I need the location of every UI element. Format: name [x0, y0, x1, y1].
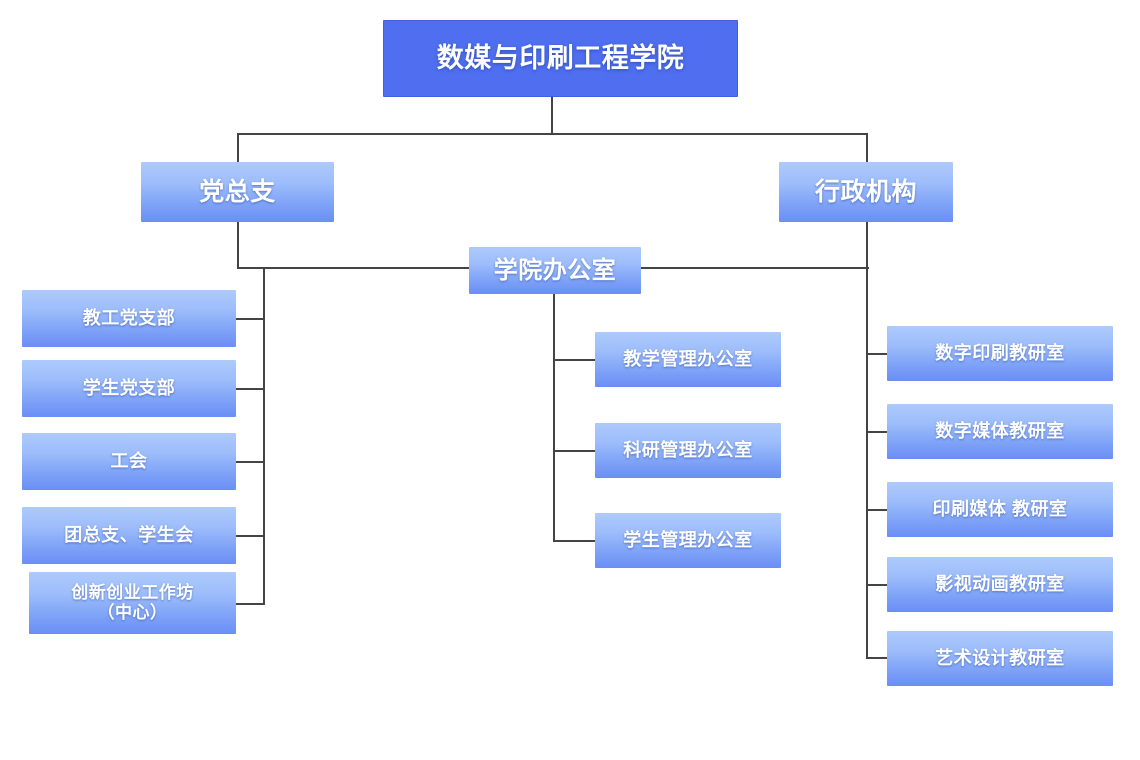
node-labor-union[interactable]: 工会 [22, 433, 236, 490]
connector-root-bar [237, 133, 868, 135]
connector-office-branch-3 [553, 540, 596, 542]
connector-teaching-branch-4 [866, 584, 888, 586]
node-youth-league-student-union[interactable]: 团总支、学生会 [22, 507, 236, 564]
node-innovation-workshop[interactable]: 创新创业工作坊 （中心） [29, 572, 236, 634]
node-print-media-section[interactable]: 印刷媒体 教研室 [887, 482, 1113, 537]
connector-root-stem [551, 97, 553, 134]
node-administration[interactable]: 行政机构 [779, 162, 953, 222]
connector-party-branch-1 [236, 318, 265, 320]
connector-teaching-spine [866, 267, 868, 659]
node-innovation-workshop-label-line1: 创新创业工作坊 [71, 583, 194, 603]
connector-teaching-branch-1 [866, 353, 888, 355]
connector-party-stem [237, 222, 239, 269]
node-party-committee[interactable]: 党总支 [141, 162, 334, 222]
connector-party-spine [263, 267, 265, 605]
node-digital-media-section[interactable]: 数字媒体教研室 [887, 404, 1113, 459]
connector-party-branch-5 [236, 603, 265, 605]
connector-party-branch-3 [236, 461, 265, 463]
connector-party-to-hub [237, 267, 469, 269]
connector-party-branch-2 [236, 388, 265, 390]
connector-to-party [237, 133, 239, 162]
node-party-branch-faculty[interactable]: 教工党支部 [22, 290, 236, 347]
connector-party-branch-4 [236, 535, 265, 537]
connector-office-branch-2 [553, 450, 596, 452]
node-college-office[interactable]: 学院办公室 [469, 247, 641, 294]
connector-admin-stem [866, 222, 868, 269]
connector-teaching-branch-2 [866, 431, 888, 433]
node-film-animation-section[interactable]: 影视动画教研室 [887, 557, 1113, 612]
node-digital-printing-section[interactable]: 数字印刷教研室 [887, 326, 1113, 381]
connector-office-branch-1 [553, 359, 596, 361]
node-student-management-office[interactable]: 学生管理办公室 [595, 513, 781, 568]
node-innovation-workshop-label-line2: （中心） [97, 603, 168, 622]
node-party-branch-students[interactable]: 学生党支部 [22, 360, 236, 417]
connector-to-admin [866, 133, 868, 162]
connector-office-spine [553, 294, 555, 541]
node-root-college[interactable]: 数媒与印刷工程学院 [383, 20, 738, 97]
node-research-management-office[interactable]: 科研管理办公室 [595, 423, 781, 478]
node-art-design-section[interactable]: 艺术设计教研室 [887, 631, 1113, 686]
node-teaching-management-office[interactable]: 教学管理办公室 [595, 332, 781, 387]
connector-hub-to-admin-spine [641, 267, 869, 269]
connector-teaching-branch-3 [866, 509, 888, 511]
connector-teaching-branch-5 [866, 657, 888, 659]
